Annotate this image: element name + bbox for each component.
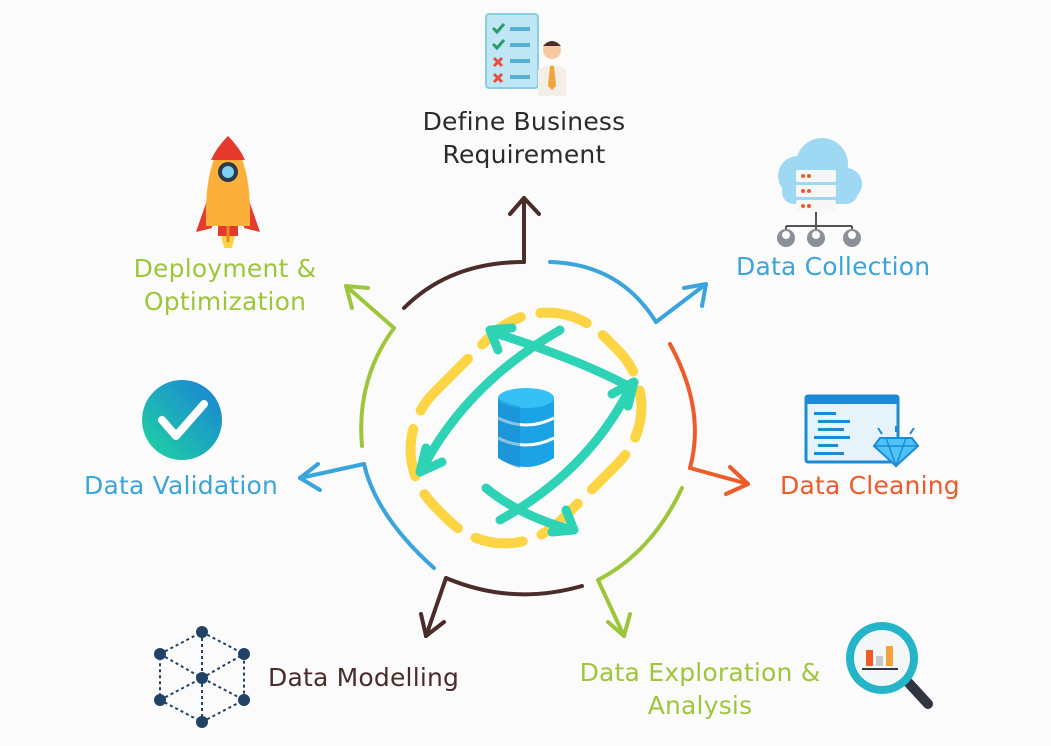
label-exploration-line2: Analysis [647, 691, 753, 720]
arc-cleaning [668, 342, 697, 470]
label-modelling: Data Modelling [268, 661, 459, 694]
cloud-server-icon [777, 138, 862, 247]
label-collection-line1: Data Collection [736, 252, 931, 281]
network-cube-nodes [154, 626, 250, 728]
label-validation-line1: Data Validation [84, 471, 279, 500]
arrow-validation [298, 462, 366, 492]
checkmark-badge-icon [142, 380, 222, 460]
label-cleaning: Data Cleaning [780, 469, 960, 502]
label-define-line1: Define Business [422, 107, 626, 136]
arc-modelling [444, 576, 584, 597]
rocket-icon [196, 136, 260, 248]
arrow-deployment [344, 284, 396, 330]
arrow-modelling [419, 576, 448, 638]
arc-deployment [359, 326, 396, 448]
label-deployment-line1: Deployment & [133, 254, 317, 283]
teal-arrows [415, 323, 639, 537]
label-validation: Data Validation [84, 469, 278, 502]
inner-yellow-loop [405, 307, 647, 549]
label-exploration: Data Exploration & Analysis [570, 656, 830, 722]
label-deployment-line2: Optimization [143, 287, 307, 316]
arc-define [402, 260, 526, 310]
arrow-cleaning [688, 465, 750, 496]
checklist-person-icon [485, 13, 566, 96]
code-window-diamond-icon [804, 394, 920, 469]
label-collection: Data Collection [736, 250, 930, 283]
arrow-exploration [596, 578, 632, 638]
arc-exploration [596, 486, 684, 582]
magnifier-chart-icon [846, 622, 933, 709]
label-define: Define Business Requirement [404, 105, 644, 171]
label-cleaning-line1: Data Cleaning [780, 471, 960, 500]
label-define-line2: Requirement [442, 140, 606, 169]
arrow-define [508, 196, 541, 264]
label-deployment: Deployment & Optimization [120, 252, 330, 318]
arrow-collection [654, 282, 708, 324]
arc-validation [362, 462, 436, 570]
database-icon [497, 388, 555, 468]
label-modelling-line1: Data Modelling [268, 663, 460, 692]
arc-collection [548, 260, 658, 324]
label-exploration-line1: Data Exploration & [579, 658, 821, 687]
